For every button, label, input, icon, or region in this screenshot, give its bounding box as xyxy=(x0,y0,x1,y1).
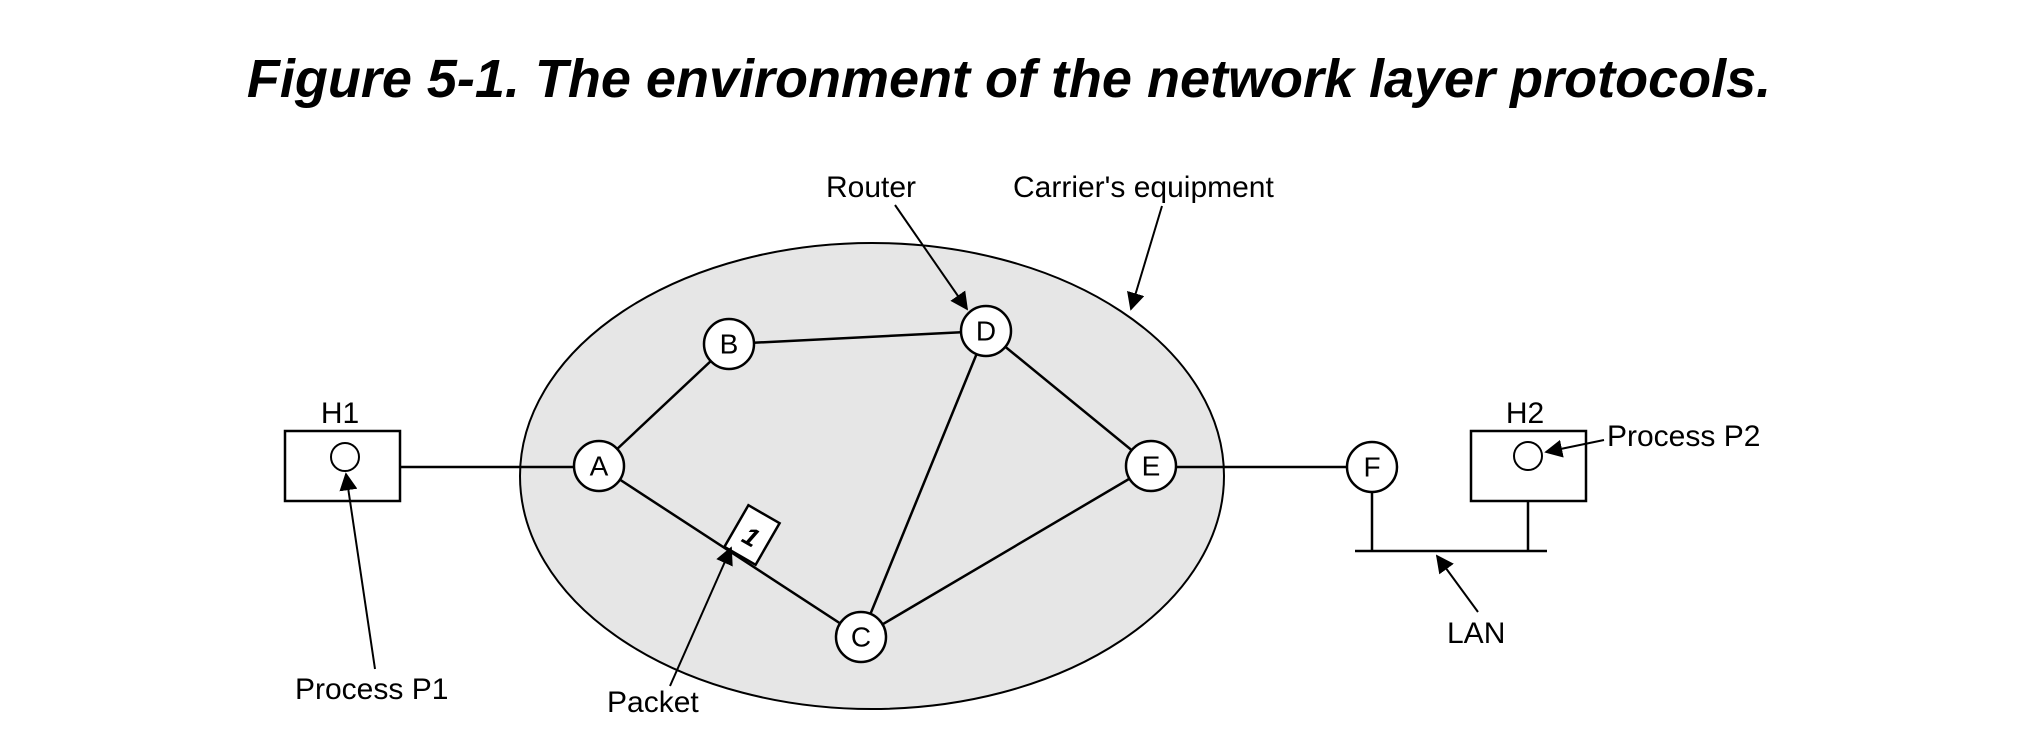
link-d-c xyxy=(859,330,988,638)
link-d-e xyxy=(985,330,1152,467)
process-p1-arrow xyxy=(339,472,376,670)
node-d-label: D xyxy=(976,316,996,347)
link-c-e xyxy=(860,464,1152,639)
node-a: A xyxy=(572,439,626,493)
figure-title: Figure 5-1. The environment of the netwo… xyxy=(246,49,1772,109)
link-b-d xyxy=(728,329,987,346)
node-f: F xyxy=(1345,440,1399,494)
router-label: Router xyxy=(826,171,916,204)
node-a-label: A xyxy=(590,451,609,482)
router-arrow xyxy=(894,204,969,311)
node-d: D xyxy=(959,304,1013,358)
node-b: B xyxy=(702,317,756,371)
node-c: C xyxy=(834,610,888,664)
process-p2-arrow xyxy=(1544,439,1605,458)
node-f-label: F xyxy=(1363,452,1380,483)
packet-box: 1 xyxy=(722,503,782,567)
packet-arrow xyxy=(669,546,733,687)
process-p2-label: Process P2 xyxy=(1607,420,1760,453)
lan-label: LAN xyxy=(1447,617,1505,650)
carrier-equipment-region xyxy=(519,242,1225,710)
node-e: E xyxy=(1124,439,1178,493)
link-a-b xyxy=(598,343,730,467)
lan-arrow xyxy=(1435,554,1479,613)
process-p1-circle xyxy=(330,442,360,472)
node-e-label: E xyxy=(1142,451,1161,482)
h1-label: H1 xyxy=(321,397,359,430)
process-p1-label: Process P1 xyxy=(295,673,448,706)
node-b-label: B xyxy=(720,329,739,360)
carrier-equipment-label: Carrier's equipment xyxy=(1013,171,1274,204)
packet-label: Packet xyxy=(607,686,699,719)
carrier-arrow xyxy=(1127,205,1163,311)
h2-label: H2 xyxy=(1506,397,1544,430)
process-p2-circle xyxy=(1513,441,1543,471)
node-c-label: C xyxy=(851,622,871,653)
